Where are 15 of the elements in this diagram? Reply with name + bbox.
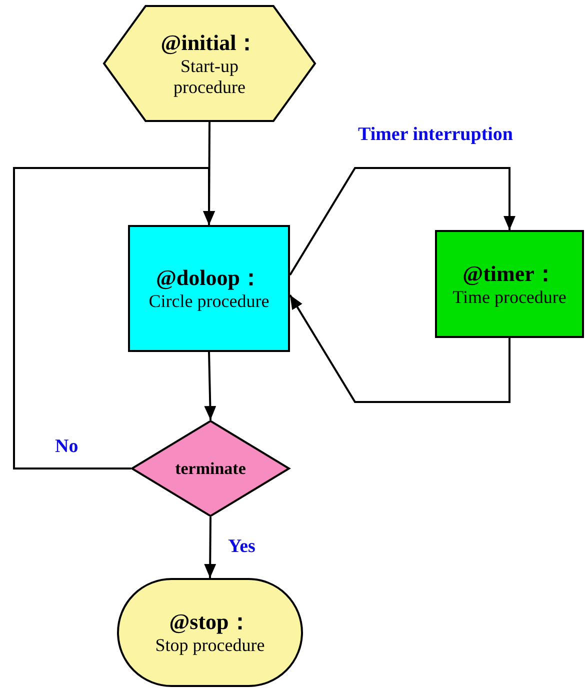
arrow [289,294,510,403]
node-text: Time procedure [452,286,566,308]
arrow [204,517,216,578]
node-title: @timer： [462,260,556,286]
node-title: @doloop： [156,265,262,291]
node-title: @initial： [160,30,258,56]
arrow [13,167,215,470]
edge-label: Timer interruption [358,124,513,146]
node-title: @stop： [169,609,251,635]
node-text: terminate [175,458,246,480]
node-text: Stop procedure [155,635,265,656]
node-text: Circle procedure [148,291,270,312]
arrow [204,352,216,420]
arrow [289,167,516,276]
node-text: Start-up procedure [172,56,246,98]
